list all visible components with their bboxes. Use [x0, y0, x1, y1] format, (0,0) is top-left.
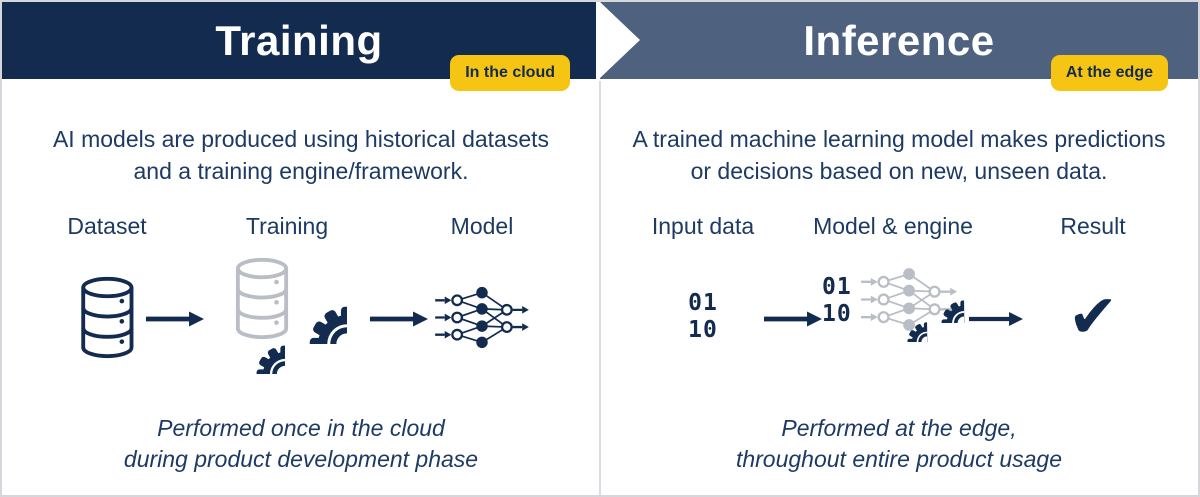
cloud-badge: In the cloud [450, 55, 570, 91]
inference-footer: Performed at the edge, throughout entire… [600, 413, 1198, 475]
training-panel: Training In the cloud AI models are prod… [2, 2, 600, 495]
footer-line: Performed at the edge, [781, 415, 1017, 441]
flow-arrow-icon [370, 311, 428, 327]
inference-panel: Inference At the edge A trained machine … [600, 2, 1198, 495]
neural-network-icon [434, 247, 530, 387]
station-label: Result [1060, 213, 1126, 239]
training-description: AI models are produced using historical … [2, 123, 600, 187]
footer-line: Performed once in the cloud [157, 415, 445, 441]
binary-line: 01 [688, 290, 718, 316]
description-line: and a training engine/framework. [133, 158, 469, 184]
edge-badge: At the edge [1050, 55, 1168, 91]
training-gears-icon [227, 247, 347, 387]
footer-line: during product development phase [123, 446, 479, 472]
footer-line: throughout entire product usage [735, 446, 1063, 472]
station-training: Training [227, 213, 347, 387]
checkmark-icon: ✔ [1067, 282, 1119, 352]
header-arrow-chevron-icon [600, 2, 640, 78]
description-line: AI models are produced using historical … [52, 126, 550, 152]
panel-title: Training [215, 16, 383, 64]
station-label: Dataset [67, 213, 147, 239]
station-model: Model [434, 213, 530, 387]
database-icon [78, 247, 136, 387]
gear-icon [887, 302, 927, 342]
training-footer: Performed once in the cloud during produ… [2, 413, 600, 475]
panel-divider [599, 81, 601, 495]
training-header: Training [2, 2, 596, 79]
binary-line: 10 [688, 317, 718, 343]
flow-arrow-icon [969, 311, 1023, 327]
training-flow: Dataset Training Model [2, 213, 600, 403]
description-line: A trained machine learning model makes p… [632, 126, 1166, 152]
panel-title: Inference [803, 16, 995, 64]
station-label: Training [245, 213, 329, 239]
flow-arrow-icon [146, 311, 204, 327]
station-label: Model & engine [813, 213, 973, 239]
station-dataset: Dataset [67, 213, 147, 387]
station-label: Model [450, 213, 514, 239]
inference-description: A trained machine learning model makes p… [600, 123, 1198, 187]
station-result: Result ✔ [1060, 213, 1125, 387]
station-label: Input data [651, 213, 755, 239]
description-line: or decisions based on new, unseen data. [690, 158, 1108, 184]
gear-icon [227, 316, 285, 374]
